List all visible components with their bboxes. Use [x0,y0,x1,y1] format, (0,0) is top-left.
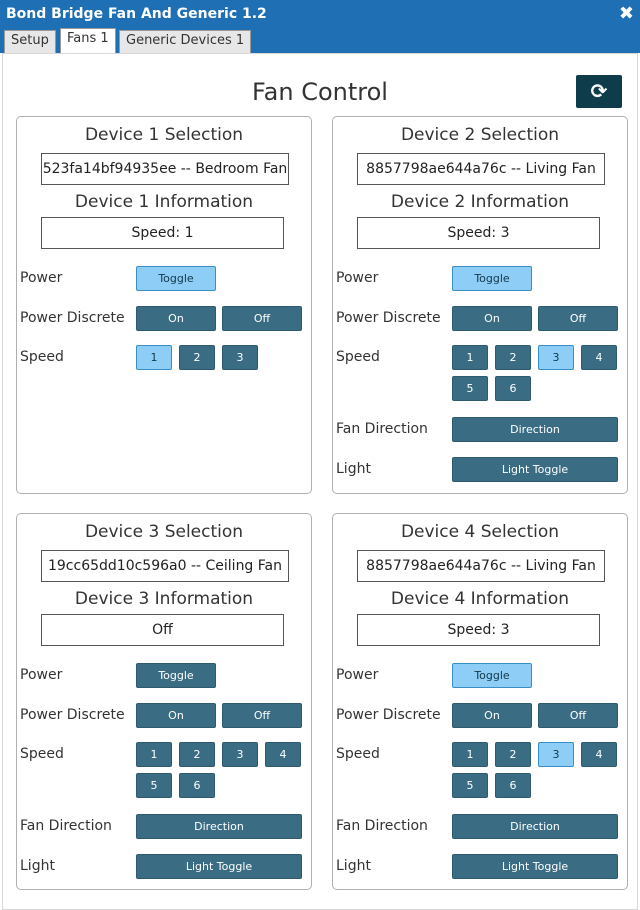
device-info-field: Off [41,614,284,646]
light-toggle-button[interactable]: Light Toggle [136,854,302,879]
power-on-button[interactable]: On [136,703,216,728]
device-3-panel: Device 3 Selection 19cc65dd10c596a0 -- Ce… [16,513,312,890]
light-label: Light [336,858,371,874]
device-information-heading: Device 2 Information [390,192,570,212]
power-discrete-label: Power Discrete [336,707,441,723]
speed-label: Speed [336,746,380,762]
device-info-field: Speed: 3 [357,614,600,646]
speed-4-button[interactable]: 4 [265,742,301,767]
speed-label: Speed [336,349,380,365]
device-selection-heading: Device 1 Selection [84,125,244,145]
speed-6-button[interactable]: 6 [179,773,215,798]
power-off-button[interactable]: Off [538,306,618,331]
tab-setup[interactable]: Setup [4,30,56,53]
refresh-icon: ⟳ [590,79,608,103]
power-label: Power [336,667,379,683]
device-1-panel: Device 1 Selection 523fa14bf94935ee -- Be… [16,116,312,494]
speed-3-button[interactable]: 3 [538,742,574,767]
window-title: Bond Bridge Fan And Generic 1.2 [6,6,267,22]
device-info-field: Speed: 1 [41,217,284,249]
power-toggle-button[interactable]: Toggle [136,663,216,688]
device-select[interactable]: 8857798ae644a76c -- Living Fan [357,550,605,582]
tab-bar: Setup Fans 1 Generic Devices 1 [0,28,640,53]
refresh-button[interactable]: ⟳ [576,75,622,108]
fan-direction-label: Fan Direction [20,818,112,834]
power-label: Power [336,270,379,286]
speed-1-button[interactable]: 1 [452,742,488,767]
speed-1-button[interactable]: 1 [136,345,172,370]
speed-1-button[interactable]: 1 [136,742,172,767]
light-label: Light [20,858,55,874]
power-on-button[interactable]: On [136,306,216,331]
speed-5-button[interactable]: 5 [136,773,172,798]
power-discrete-label: Power Discrete [336,310,441,326]
speed-5-button[interactable]: 5 [452,773,488,798]
speed-3-button[interactable]: 3 [538,345,574,370]
page-title: Fan Control [252,78,388,106]
power-toggle-button[interactable]: Toggle [452,663,532,688]
tab-fans-1[interactable]: Fans 1 [60,28,116,53]
speed-4-button[interactable]: 4 [581,345,617,370]
device-information-heading: Device 3 Information [74,589,254,609]
power-off-button[interactable]: Off [222,703,302,728]
power-label: Power [20,270,63,286]
power-on-button[interactable]: On [452,703,532,728]
speed-6-button[interactable]: 6 [495,376,531,401]
speed-2-button[interactable]: 2 [495,742,531,767]
light-label: Light [336,461,371,477]
device-info-field: Speed: 3 [357,217,600,249]
fan-direction-label: Fan Direction [336,818,428,834]
power-on-button[interactable]: On [452,306,532,331]
speed-label: Speed [20,349,64,365]
close-icon[interactable]: ✖ [618,3,634,24]
light-toggle-button[interactable]: Light Toggle [452,854,618,879]
device-4-panel: Device 4 Selection 8857798ae644a76c -- Li… [332,513,628,890]
direction-button[interactable]: Direction [452,417,618,442]
speed-1-button[interactable]: 1 [452,345,488,370]
power-off-button[interactable]: Off [538,703,618,728]
direction-button[interactable]: Direction [136,814,302,839]
device-selection-heading: Device 2 Selection [400,125,560,145]
speed-3-button[interactable]: 3 [222,742,258,767]
power-toggle-button[interactable]: Toggle [136,266,216,291]
speed-2-button[interactable]: 2 [495,345,531,370]
speed-label: Speed [20,746,64,762]
speed-2-button[interactable]: 2 [179,742,215,767]
power-discrete-label: Power Discrete [20,707,125,723]
fan-direction-label: Fan Direction [336,421,428,437]
device-selection-heading: Device 3 Selection [84,522,244,542]
power-label: Power [20,667,63,683]
tab-generic-devices-1[interactable]: Generic Devices 1 [119,30,252,53]
device-select[interactable]: 523fa14bf94935ee -- Bedroom Fan [41,153,289,185]
device-information-heading: Device 1 Information [74,192,254,212]
device-selection-heading: Device 4 Selection [400,522,560,542]
device-select[interactable]: 19cc65dd10c596a0 -- Ceiling Fan [41,550,289,582]
power-discrete-label: Power Discrete [20,310,125,326]
power-toggle-button[interactable]: Toggle [452,266,532,291]
speed-6-button[interactable]: 6 [495,773,531,798]
speed-3-button[interactable]: 3 [222,345,258,370]
speed-5-button[interactable]: 5 [452,376,488,401]
speed-2-button[interactable]: 2 [179,345,215,370]
speed-4-button[interactable]: 4 [581,742,617,767]
direction-button[interactable]: Direction [452,814,618,839]
device-select[interactable]: 8857798ae644a76c -- Living Fan [357,153,605,185]
light-toggle-button[interactable]: Light Toggle [452,457,618,482]
device-information-heading: Device 4 Information [390,589,570,609]
power-off-button[interactable]: Off [222,306,302,331]
title-bar: Bond Bridge Fan And Generic 1.2 ✖ [0,0,640,28]
device-2-panel: Device 2 Selection 8857798ae644a76c -- Li… [332,116,628,494]
